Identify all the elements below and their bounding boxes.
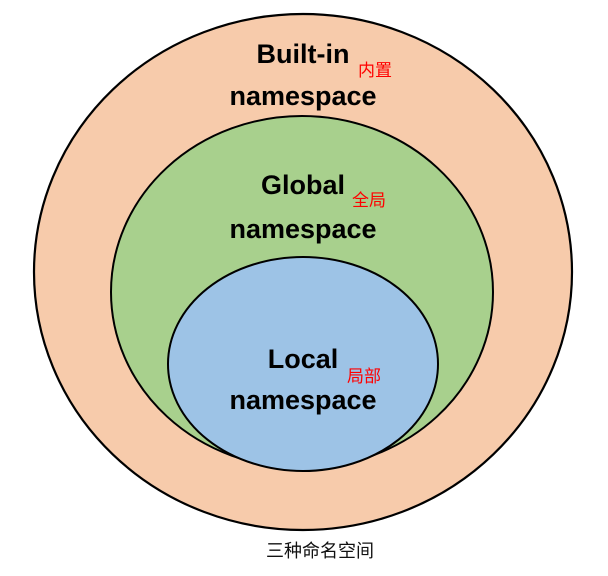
global-subtitle: namespace	[229, 214, 376, 244]
local-chinese-label: 局部	[347, 367, 381, 387]
local-namespace-circle	[167, 256, 439, 472]
global-chinese-label: 全局	[352, 191, 386, 211]
builtin-title: Built-in	[257, 39, 350, 69]
local-title: Local	[268, 344, 339, 374]
builtin-chinese-label: 内置	[358, 61, 392, 81]
global-title: Global	[261, 170, 345, 200]
builtin-subtitle: namespace	[229, 81, 376, 111]
local-subtitle: namespace	[229, 385, 376, 415]
diagram-caption: 三种命名空间	[266, 541, 374, 562]
